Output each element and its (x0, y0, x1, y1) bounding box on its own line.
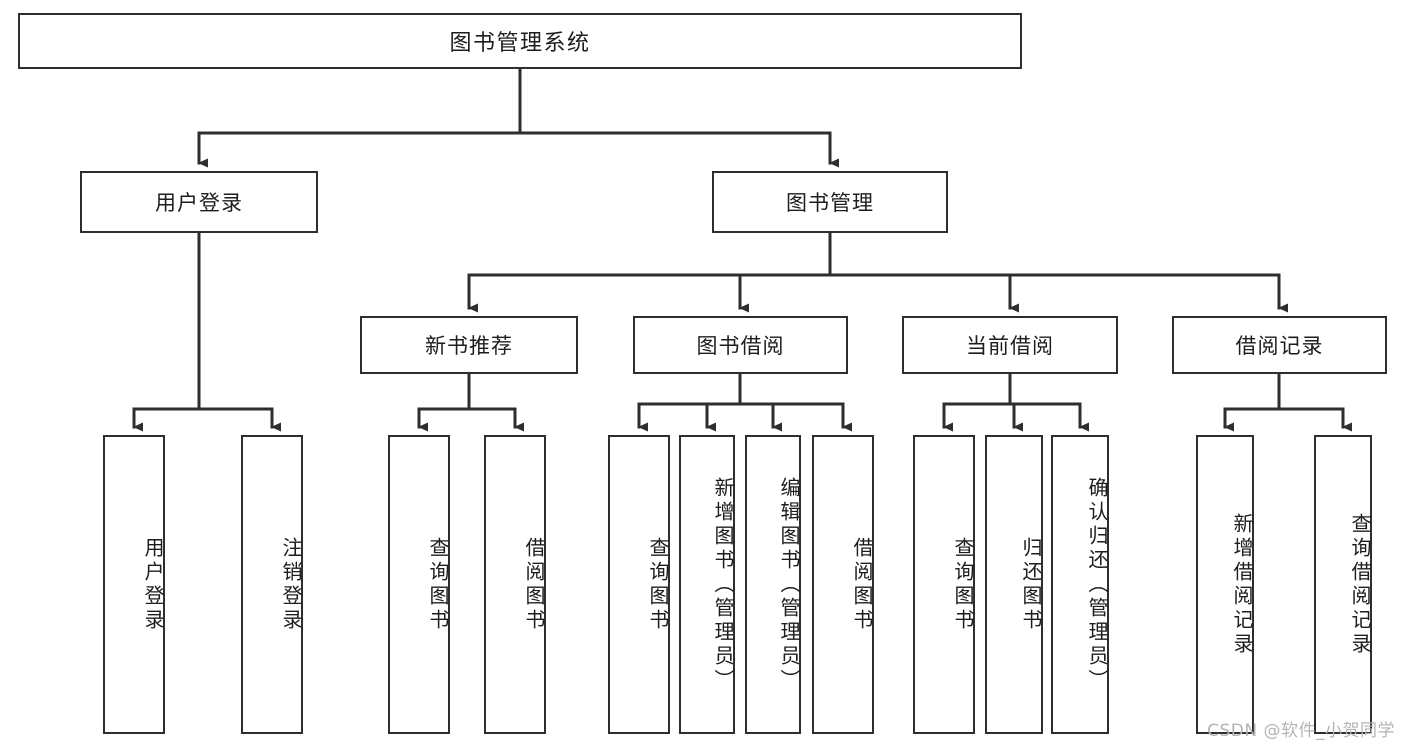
node-book-manage-label: 图书管理 (786, 191, 874, 215)
leaf-query-book-current-label: 查询图书 (951, 536, 975, 633)
leaf-confirm-return-admin-label: 确认归还（管理员） (1085, 476, 1109, 693)
node-borrow-records[interactable]: 借阅记录 (1172, 316, 1387, 374)
leaf-logout-label: 注销登录 (279, 536, 303, 633)
node-book-borrow-label: 图书借阅 (696, 334, 785, 358)
node-root-label: 图书管理系统 (449, 31, 591, 56)
node-new-book-recommend-label: 新书推荐 (425, 334, 513, 358)
leaf-add-book-admin-label: 新增图书（管理员） (711, 476, 735, 693)
node-book-borrow[interactable]: 图书借阅 (633, 316, 848, 374)
leaf-query-borrow-record[interactable]: 查询借阅记录 (1314, 435, 1372, 734)
leaf-query-book-recommend[interactable]: 查询图书 (388, 435, 450, 734)
leaf-user-login[interactable]: 用户登录 (103, 435, 165, 734)
leaf-add-borrow-record-label: 新增借阅记录 (1230, 512, 1254, 657)
leaf-confirm-return-admin[interactable]: 确认归还（管理员） (1051, 435, 1109, 734)
leaf-return-book[interactable]: 归还图书 (985, 435, 1043, 734)
node-user-login[interactable]: 用户登录 (80, 171, 318, 233)
leaf-edit-book-admin-label: 编辑图书（管理员） (777, 476, 801, 693)
node-current-borrow-label: 当前借阅 (966, 334, 1054, 358)
leaf-add-book-admin[interactable]: 新增图书（管理员） (679, 435, 735, 734)
leaf-user-login-label: 用户登录 (141, 536, 165, 633)
leaf-query-book-current[interactable]: 查询图书 (913, 435, 975, 734)
node-new-book-recommend[interactable]: 新书推荐 (360, 316, 578, 374)
leaf-return-book-label: 归还图书 (1019, 536, 1043, 633)
node-borrow-records-label: 借阅记录 (1235, 334, 1324, 358)
csdn-watermark: CSDN @软件_小贺同学 (1207, 721, 1395, 741)
leaf-edit-book-admin[interactable]: 编辑图书（管理员） (745, 435, 801, 734)
leaf-borrow-book-recommend[interactable]: 借阅图书 (484, 435, 546, 734)
node-user-login-label: 用户登录 (155, 191, 243, 215)
leaf-borrow-book[interactable]: 借阅图书 (812, 435, 874, 734)
node-book-manage[interactable]: 图书管理 (712, 171, 948, 233)
leaf-borrow-book-label: 借阅图书 (850, 536, 874, 633)
node-current-borrow[interactable]: 当前借阅 (902, 316, 1118, 374)
leaf-logout[interactable]: 注销登录 (241, 435, 303, 734)
leaf-query-borrow-record-label: 查询借阅记录 (1348, 512, 1372, 657)
leaf-query-book-recommend-label: 查询图书 (426, 536, 450, 633)
leaf-query-book-borrow[interactable]: 查询图书 (608, 435, 670, 734)
leaf-borrow-book-recommend-label: 借阅图书 (522, 536, 546, 633)
node-root[interactable]: 图书管理系统 (18, 13, 1022, 69)
leaf-add-borrow-record[interactable]: 新增借阅记录 (1196, 435, 1254, 734)
leaf-query-book-borrow-label: 查询图书 (646, 536, 670, 633)
